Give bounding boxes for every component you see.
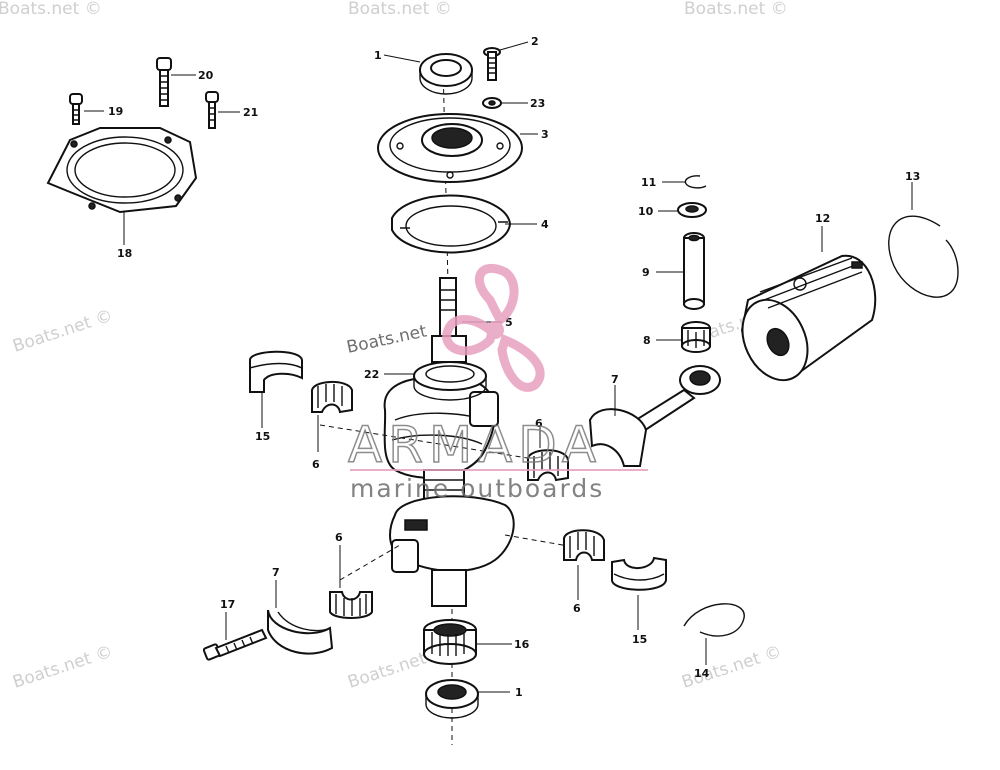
assembly-line: [339, 544, 401, 581]
gasket-part-4: [391, 194, 512, 254]
callout-18: 18: [117, 247, 132, 260]
washer-part-10: [677, 202, 707, 218]
bolt-part-17: [202, 628, 268, 661]
logo-site-text: Boats.net: [345, 321, 429, 358]
callout-1-bottom: 1: [515, 686, 523, 699]
watermark-text: Boats.net ©: [10, 306, 115, 357]
callout-3: 3: [541, 128, 549, 141]
ball-bearing-part-22: [413, 361, 487, 401]
callout-11: 11: [641, 176, 656, 189]
bearing-half-part-15-right: [611, 556, 667, 591]
seal-bottom: [425, 679, 479, 719]
callout-2: 2: [531, 35, 539, 48]
connecting-rod-part-7: [588, 365, 721, 467]
screw-part-21: [205, 91, 219, 129]
logo-brand: ARMADA: [348, 416, 602, 474]
callout-22: 22: [364, 368, 379, 381]
callout-14: 14: [694, 667, 710, 680]
callout-5: 5: [505, 316, 513, 329]
needle-cage-part-6-right-upper: [527, 449, 569, 482]
piston-ring-part-13: [888, 215, 959, 298]
needle-cage-part-6-left-lower: [329, 591, 373, 619]
watermark-text: Boats.net ©: [348, 0, 452, 19]
callout-7-cap: 7: [272, 566, 280, 579]
crankshaft-part-5: [383, 277, 515, 607]
callout-15-left: 15: [255, 430, 270, 443]
needle-bearing-part-8: [681, 321, 711, 353]
callout-17: 17: [220, 598, 235, 611]
watermark-text: Boats.net ©: [684, 0, 788, 19]
callout-6-d: 6: [573, 602, 581, 615]
retaining-ring-part-11: [684, 175, 707, 189]
callout-12: 12: [815, 212, 830, 225]
callout-13: 13: [905, 170, 920, 183]
screw-part-19: [69, 93, 83, 125]
screw-part-2: [483, 47, 501, 81]
watermark-text: Boats.net ©: [0, 0, 102, 19]
seal-top: [419, 53, 473, 95]
piston-pin-part-9: [683, 232, 705, 310]
rod-cap-part-7: [267, 609, 334, 655]
screw-part-20: [156, 57, 172, 107]
washer-part-23: [482, 97, 502, 109]
callout-20: 20: [198, 69, 214, 82]
retainer-plate-part-3: [377, 113, 523, 183]
bearing-half-part-15-left: [249, 350, 303, 393]
callout-6-c: 6: [335, 531, 343, 544]
piston-part-12: [740, 254, 877, 382]
armada-logo: Boats.net ARMADA marine outboards: [345, 263, 648, 503]
callout-10: 10: [638, 205, 654, 218]
callout-7-rod: 7: [611, 373, 619, 386]
callout-23: 23: [530, 97, 545, 110]
callout-15-right: 15: [632, 633, 647, 646]
retaining-ring-part-14: [683, 603, 745, 637]
callout-9: 9: [642, 266, 650, 279]
propeller-icon: [442, 263, 545, 392]
needle-cage-part-6-right-lower: [563, 529, 605, 561]
callout-4: 4: [541, 218, 549, 231]
roller-bearing-part-16: [423, 619, 477, 665]
logo-tagline: marine outboards: [350, 474, 604, 503]
callout-19: 19: [108, 105, 123, 118]
needle-cage-part-6-left-upper: [311, 381, 353, 414]
callout-6-b: 6: [535, 417, 543, 430]
watermark-text: Boats.net ©: [10, 642, 115, 693]
assembly-line: [319, 424, 541, 461]
callout-8: 8: [643, 334, 651, 347]
callout-16: 16: [514, 638, 530, 651]
callout-1: 1: [374, 49, 382, 62]
callout-6-a: 6: [312, 458, 320, 471]
callout-21: 21: [243, 106, 258, 119]
cover-plate-part-18: [46, 127, 198, 214]
